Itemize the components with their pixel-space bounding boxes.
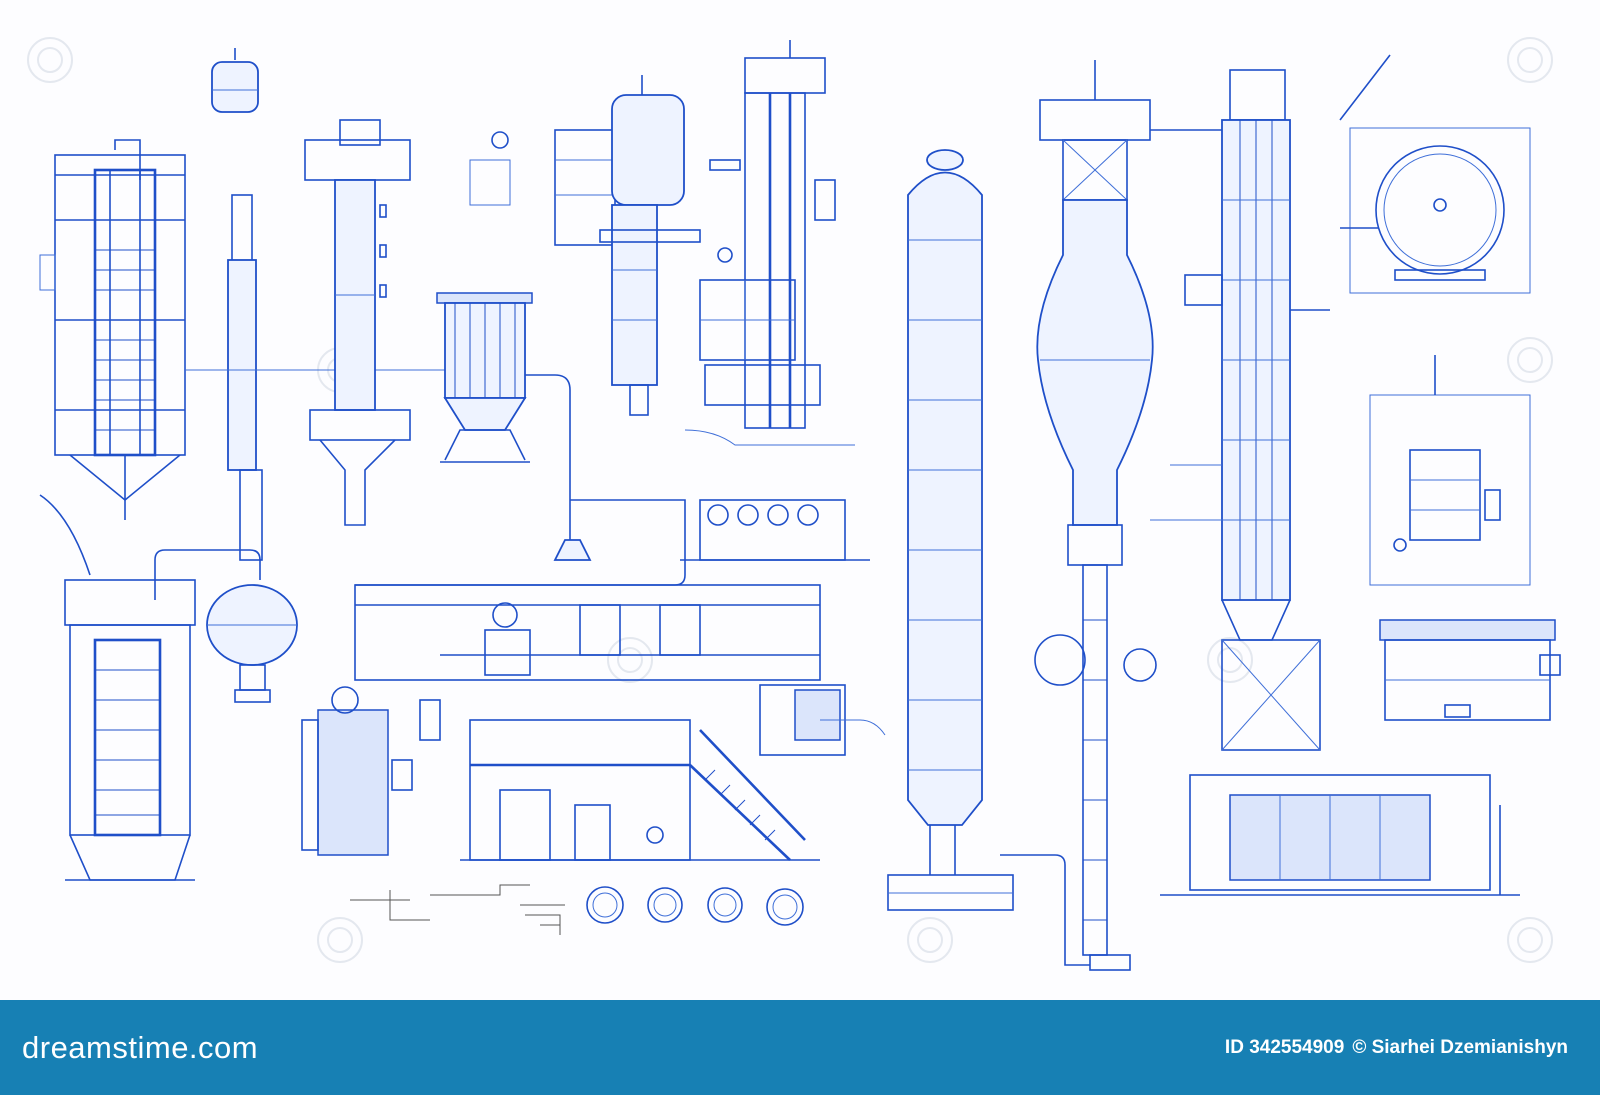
steel-frame-structure [699,40,836,429]
image-id: ID 342554909 [1224,1036,1345,1058]
left-lower-tower [39,494,196,881]
blueprint-canvas [27,37,1561,971]
circular-tank-elevation [1339,54,1531,294]
connecting-pipes [684,429,1222,736]
footer-bar: dreamstime.com ID 342554909 © Siarhei Dz… [0,1000,1600,1095]
tall-chimney [185,194,455,561]
right-tall-column [1150,69,1330,751]
brand-logo-text[interactable]: dreamstime.com [22,1029,259,1065]
large-cylindrical-tank [1160,774,1520,896]
distillation-column [304,119,411,526]
gauges-row [586,886,804,926]
spherical-tank [154,549,298,703]
horizontal-drum [1379,619,1561,721]
storage-silo [436,292,592,561]
central-platform [354,499,870,756]
tall-pressure-vessel [887,149,1014,911]
lower-building-staircase [460,719,820,861]
schematic-sketches [350,884,565,935]
small-pressure-vessel [211,48,259,113]
reactor-column [469,75,701,416]
image-credit: ID 342554909 © Siarhei Dzemianishyn [1225,1037,1568,1059]
author-credit: © Siarhei Dzemianishyn [1352,1036,1568,1058]
boiler-unit [301,686,441,856]
detail-box-vessel [1369,355,1531,586]
industrial-plant-blueprint [27,37,1561,971]
hourglass-tower [1000,60,1157,971]
left-lattice-tower [39,139,186,520]
